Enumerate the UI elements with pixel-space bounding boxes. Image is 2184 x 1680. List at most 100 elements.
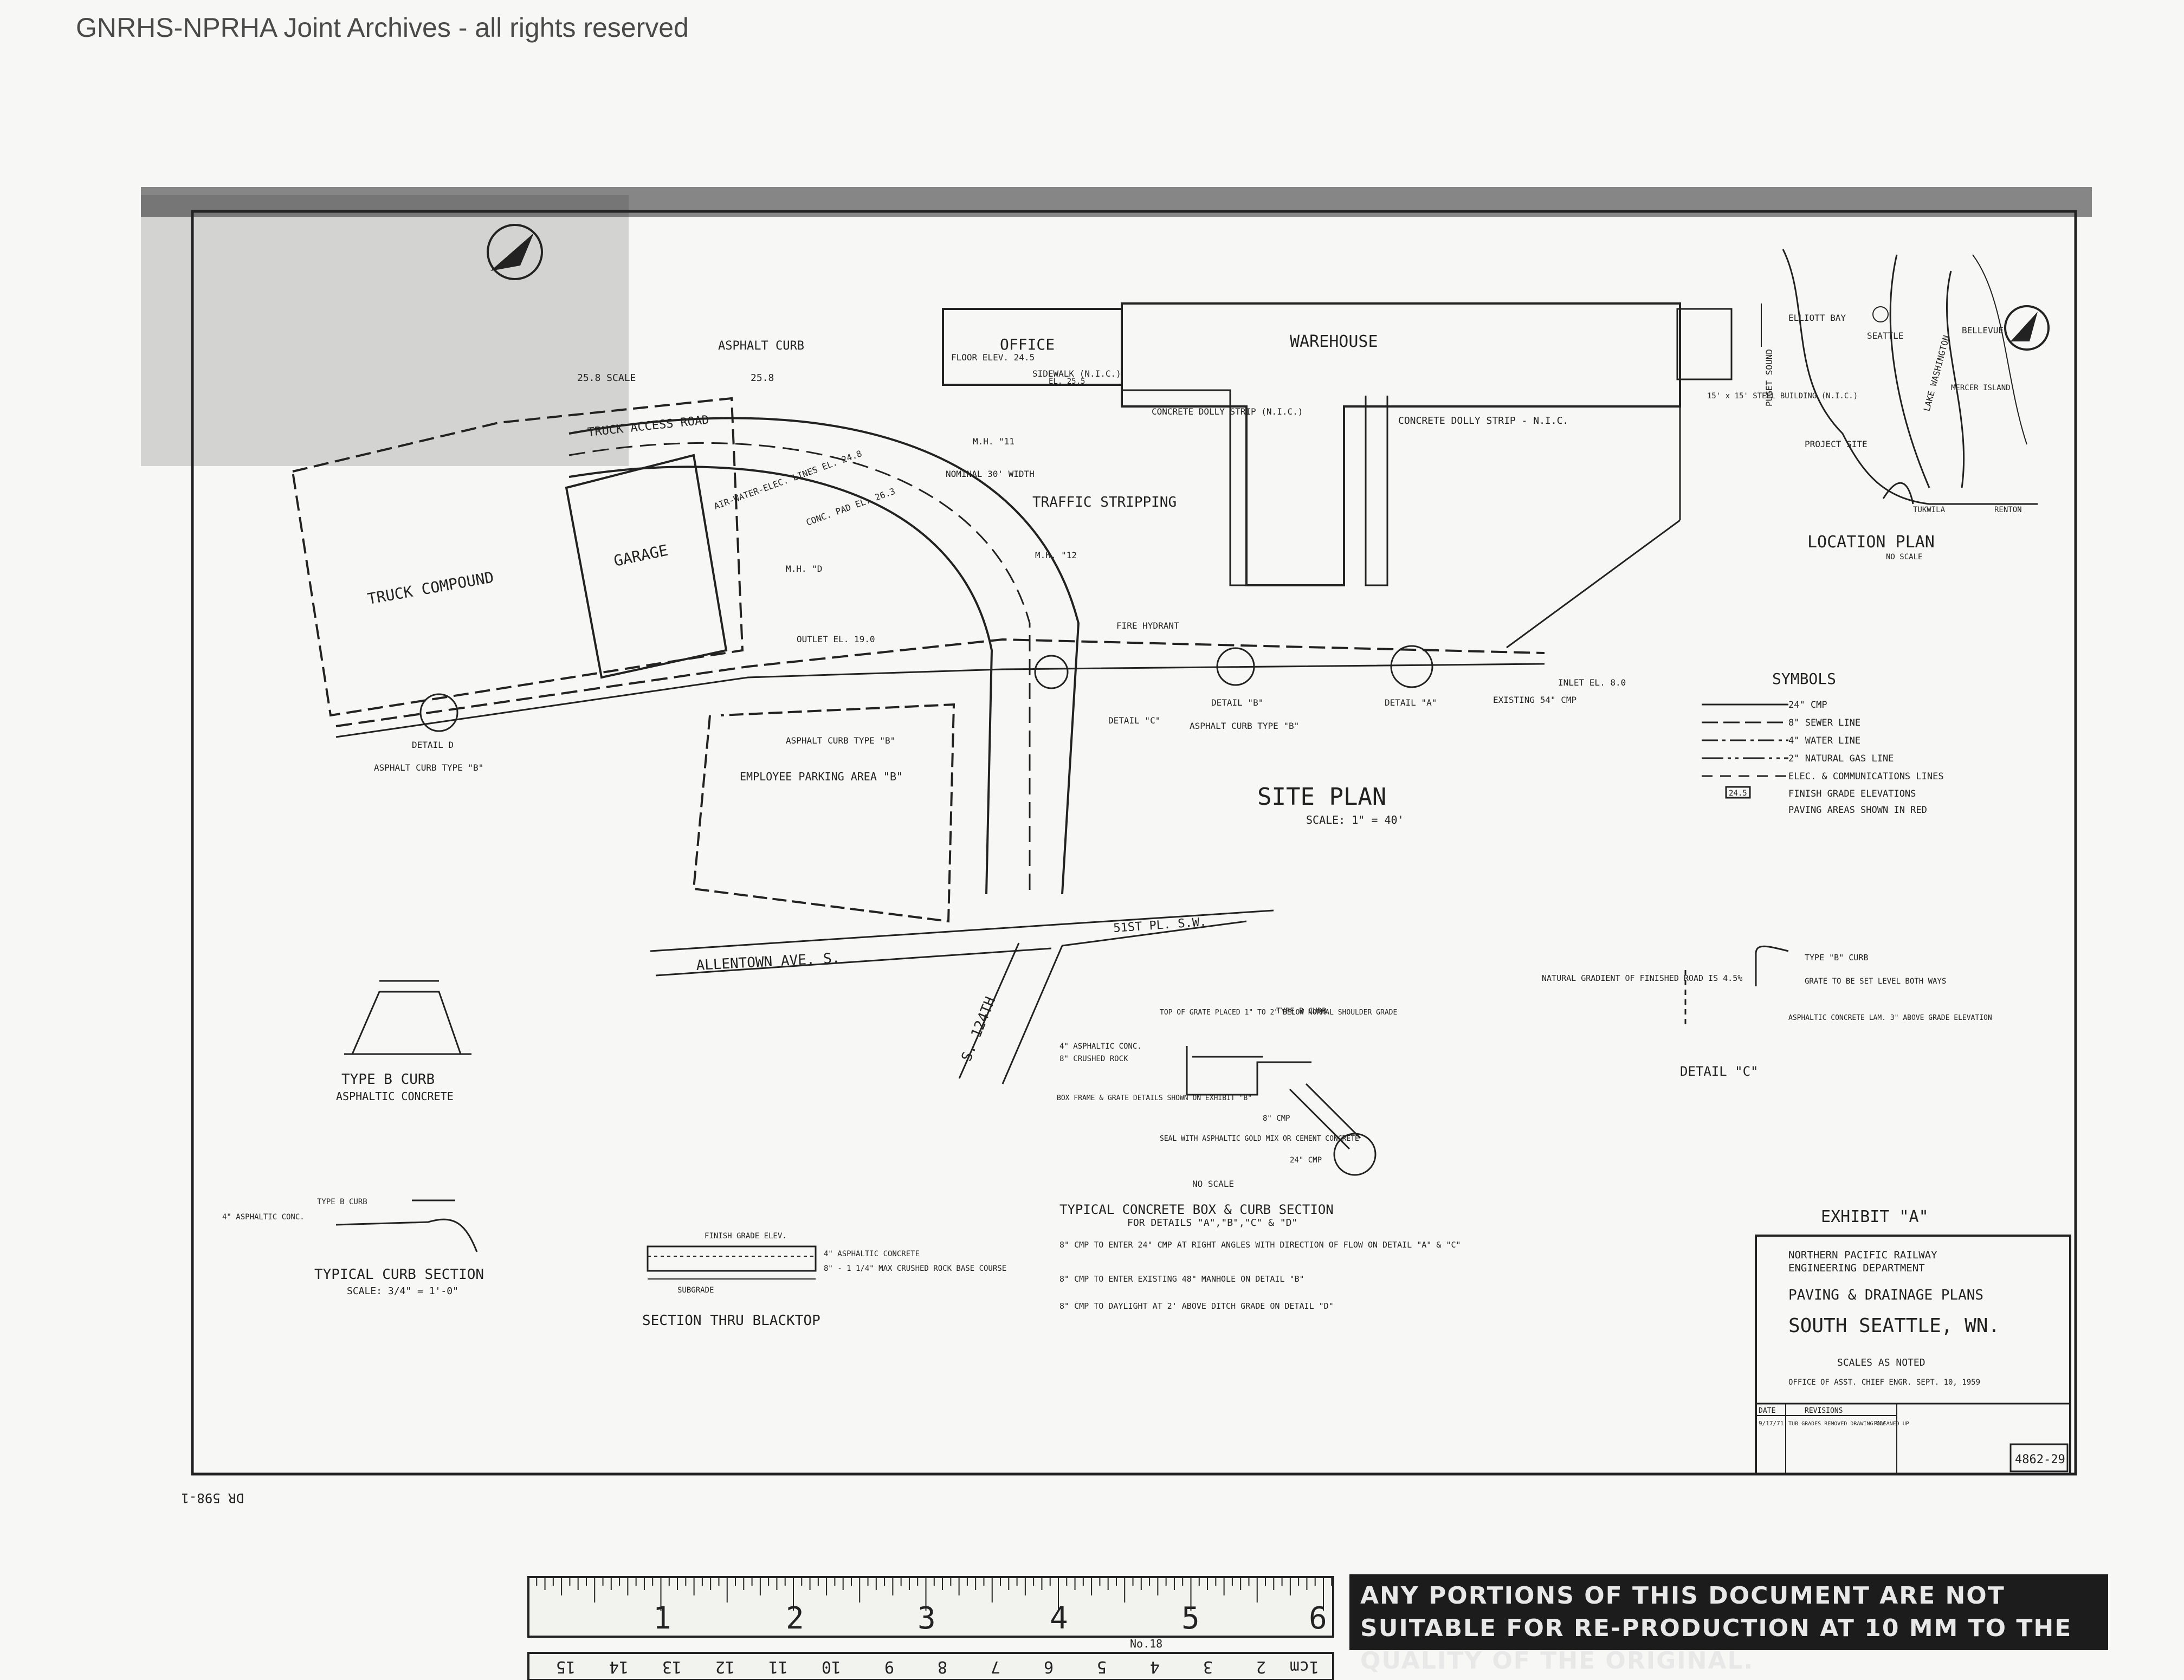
box-label-type-b: TYPE B CURB bbox=[1276, 1007, 1327, 1016]
ruler-ticks bbox=[528, 1578, 1333, 1611]
box-label-seal: SEAL WITH ASPHALTIC GOLD MIX OR CEMENT C… bbox=[1160, 1135, 1359, 1143]
box-section-title: TYPICAL CONCRETE BOX & CURB SECTION bbox=[1059, 1202, 1334, 1217]
curb-line-b bbox=[335, 638, 1545, 727]
access-road-edge-inner bbox=[568, 466, 993, 895]
symbol-elec-lines: ELEC. & COMMUNICATIONS LINES bbox=[1788, 771, 1944, 782]
outlet-el-label: OUTLET EL. 19.0 bbox=[797, 634, 875, 644]
left-margin-mark: DR 598-1 bbox=[181, 1490, 244, 1505]
dolly-strip-label-1: CONCRETE DOLLY STRIP (N.I.C.) bbox=[1152, 406, 1303, 417]
ruler-cm-3: 3 bbox=[1203, 1657, 1213, 1676]
detail-d-label: DETAIL D bbox=[412, 740, 454, 750]
ruler-cm-10: 10 bbox=[822, 1657, 841, 1676]
location-plan-scale: NO SCALE bbox=[1886, 553, 1922, 561]
north-arrow-icon bbox=[487, 224, 543, 280]
drawing-number: 4862-29 bbox=[2015, 1453, 2065, 1466]
ruler-cm-8: 8 bbox=[938, 1657, 947, 1676]
ruler-inch-6: 6 bbox=[1309, 1601, 1327, 1636]
detail-a-marker bbox=[1390, 645, 1433, 688]
box-label-8-cmp: 8" CMP bbox=[1263, 1114, 1290, 1123]
symbol-elev-sample: 24.5 bbox=[1729, 789, 1747, 798]
location-north-arrow-icon bbox=[2004, 305, 2050, 351]
detail-b-label: DETAIL "B" bbox=[1211, 697, 1263, 708]
blacktop-finish-grade: FINISH GRADE ELEV. bbox=[705, 1232, 787, 1240]
box-label-rock: 8" CRUSHED ROCK bbox=[1059, 1055, 1128, 1063]
ruler-cm-13: 13 bbox=[662, 1657, 682, 1676]
box-label-asph: 4" ASPHALTIC CONC. bbox=[1059, 1042, 1142, 1051]
elevation-box-icon bbox=[1725, 786, 1751, 799]
blacktop-base-course: 8" - 1 1/4" MAX CRUSHED ROCK BASE COURSE bbox=[824, 1264, 1006, 1273]
symbol-sewer-line: 8" SEWER LINE bbox=[1788, 718, 1860, 728]
office-outline bbox=[942, 308, 1123, 386]
site-plan-title: SITE PLAN bbox=[1257, 783, 1386, 811]
s124th-label: S. 124TH bbox=[959, 994, 999, 1063]
allentown-ave-edge bbox=[650, 909, 1274, 952]
asphalt-curb-label: ASPHALT CURB bbox=[718, 339, 804, 353]
note-3: 8" CMP TO DAYLIGHT AT 2' ABOVE DITCH GRA… bbox=[1059, 1301, 1334, 1311]
nominal-width-label: NOMINAL 30' WIDTH bbox=[946, 469, 1035, 479]
ruler-cm bbox=[527, 1652, 1334, 1680]
truck-compound-label: TRUCK COMPOUND bbox=[366, 568, 495, 608]
loc-project-site: PROJECT SITE bbox=[1805, 439, 1868, 449]
box-label-24-cmp: 24" CMP bbox=[1290, 1156, 1322, 1165]
ruler-cm-4: 4 bbox=[1150, 1657, 1160, 1676]
sidewalk-el-label: EL. 25.5 bbox=[1049, 377, 1085, 386]
archive-watermark: GNRHS-NPRHA Joint Archives - all rights … bbox=[76, 12, 689, 43]
box-label-frame: BOX FRAME & GRATE DETAILS SHOWN ON EXHIB… bbox=[1057, 1094, 1252, 1102]
ruler-cm-6: 6 bbox=[1044, 1657, 1054, 1676]
curb-label-asph: 4" ASPHALTIC CONC. bbox=[222, 1213, 305, 1222]
location-plan-map bbox=[1761, 249, 2038, 505]
symbol-paving-red: PAVING AREAS SHOWN IN RED bbox=[1788, 805, 1927, 816]
rev-initials: RNW bbox=[1874, 1420, 1885, 1427]
rev-header: REVISIONS bbox=[1805, 1407, 1843, 1415]
natural-gradient-note: NATURAL GRADIENT OF FINISHED ROAD IS 4.5… bbox=[1542, 973, 1742, 983]
ruler-inch-1: 1 bbox=[653, 1601, 671, 1636]
typical-curb-scale: SCALE: 3/4" = 1'-0" bbox=[347, 1285, 458, 1297]
loc-bellevue: BELLEVUE bbox=[1962, 325, 2004, 335]
curb-label-type-b: TYPE B CURB bbox=[317, 1198, 367, 1206]
typical-curb-title: TYPICAL CURB SECTION bbox=[314, 1267, 484, 1283]
ruler-inch-labels: 1 2 3 4 5 6 bbox=[653, 1601, 1327, 1636]
manhole-d-label: M.H. "D bbox=[786, 564, 822, 574]
steel-building-label: 15' x 15' STEEL BUILDING (N.I.C.) bbox=[1707, 392, 1858, 400]
typical-curb-drawing bbox=[335, 1199, 478, 1252]
detail-c-drawing bbox=[1684, 945, 1789, 1024]
office-date-note: OFFICE OF ASST. CHIEF ENGR. SEPT. 10, 19… bbox=[1788, 1378, 1980, 1387]
box-no-scale: NO SCALE bbox=[1192, 1179, 1234, 1189]
title-block-frame bbox=[1755, 1235, 2071, 1475]
truck-compound-outline bbox=[291, 397, 744, 717]
ruler-cm-2: 2 bbox=[1256, 1657, 1266, 1676]
manhole-12-label: M.H. "12 bbox=[1035, 550, 1077, 560]
drawing-location: SOUTH SEATTLE, WN. bbox=[1788, 1315, 2000, 1337]
disclaimer-banner: ANY PORTIONS OF THIS DOCUMENT ARE NOT SU… bbox=[1349, 1574, 2108, 1675]
detail-b-marker bbox=[1216, 647, 1255, 686]
type-b-curb-subtitle: ASPHALTIC CONCRETE bbox=[336, 1090, 454, 1103]
title-block: EXHIBIT "A" NORTHERN PACIFIC RAILWAY ENG… bbox=[1759, 1207, 2065, 1466]
note-2: 8" CMP TO ENTER EXISTING 48" MANHOLE ON … bbox=[1059, 1274, 1304, 1284]
employee-parking-label: EMPLOYEE PARKING AREA "B" bbox=[740, 770, 903, 783]
detail-labels: TYPE B CURB ASPHALTIC CONCRETE TYPICAL C… bbox=[222, 953, 1992, 1329]
blacktop-section-drawing bbox=[647, 1245, 817, 1280]
blacktop-subgrade: SUBGRADE bbox=[677, 1286, 714, 1295]
symbol-gas-line: 2" NATURAL GAS LINE bbox=[1788, 753, 1894, 764]
ruler-cm-15: 15 bbox=[556, 1657, 576, 1676]
loc-elliott-bay: ELLIOTT BAY bbox=[1788, 313, 1846, 323]
office-label: OFFICE bbox=[1000, 335, 1055, 353]
box-section-subtitle: FOR DETAILS "A","B","C" & "D" bbox=[1127, 1217, 1297, 1229]
employee-parking-outline bbox=[692, 703, 955, 923]
ruler-inch-4: 4 bbox=[1050, 1601, 1068, 1636]
symbols-legend: SYMBOLS 24" CMP 8" SEWER LINE 4" WATER L… bbox=[1729, 670, 1944, 816]
detail-c-title: DETAIL "C" bbox=[1680, 1064, 1759, 1079]
symbol-finish-grade: FINISH GRADE ELEVATIONS bbox=[1788, 789, 1916, 799]
loc-tukwila: TUKWILA bbox=[1913, 506, 1946, 514]
scale-value-label: 25.8 bbox=[751, 372, 774, 384]
scales-note: SCALES AS NOTED bbox=[1837, 1357, 1925, 1368]
ruler-cm-7: 7 bbox=[991, 1657, 1000, 1676]
ruler-cm-1: 1cm bbox=[1290, 1657, 1319, 1676]
detail-a-label: DETAIL "A" bbox=[1385, 697, 1437, 708]
symbol-24-cmp: 24" CMP bbox=[1788, 700, 1827, 710]
detail-c-grate: GRATE TO BE SET LEVEL BOTH WAYS bbox=[1805, 977, 1946, 986]
concrete-box-drawing bbox=[1186, 1046, 1377, 1176]
symbols-title: SYMBOLS bbox=[1772, 670, 1836, 688]
dolly-strip-label-2: CONCRETE DOLLY STRIP - N.I.C. bbox=[1398, 415, 1568, 427]
symbols-legend-lines bbox=[1702, 703, 1788, 777]
